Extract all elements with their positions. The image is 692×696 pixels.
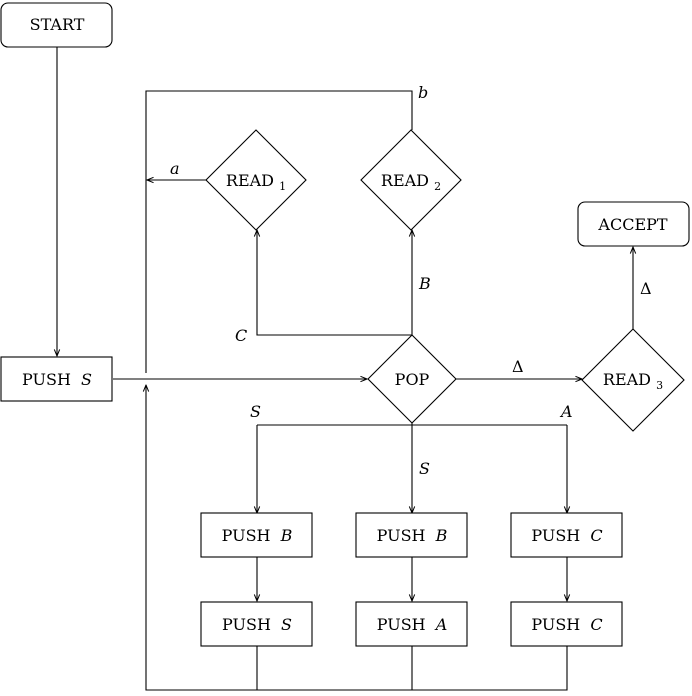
svg-text:PUSH S: PUSH S xyxy=(222,615,292,634)
edge-label-B: B xyxy=(418,274,431,293)
node-push-a-prefix: PUSH xyxy=(377,615,426,634)
node-read3: READ 3 xyxy=(581,328,685,432)
edge-return-loop xyxy=(146,385,568,691)
node-push-s-initial: PUSH S xyxy=(0,356,113,402)
svg-text:PUSH C: PUSH C xyxy=(531,615,602,634)
node-start-label: START xyxy=(30,15,85,34)
node-push-b-left-prefix: PUSH xyxy=(222,526,271,545)
node-push-s-lower: PUSH S xyxy=(200,601,313,647)
node-push-s-initial-prefix: PUSH xyxy=(22,370,71,389)
node-push-b-left: PUSH B xyxy=(200,512,313,558)
svg-text:PUSH B: PUSH B xyxy=(222,526,293,545)
node-read1-label: READ xyxy=(226,171,274,190)
edge-pop-to-read1 xyxy=(257,230,412,336)
node-accept-label: ACCEPT xyxy=(597,215,667,234)
node-push-b-middle-var: B xyxy=(435,526,448,545)
node-read2-sub: 2 xyxy=(434,180,441,193)
edge-label-C: C xyxy=(235,326,247,345)
node-push-c-upper-var: C xyxy=(590,526,602,545)
svg-text:PUSH S: PUSH S xyxy=(22,370,92,389)
svg-text:READ 1: READ 1 xyxy=(226,171,286,193)
node-push-b-middle: PUSH B xyxy=(355,512,468,558)
node-read2: READ 2 xyxy=(360,129,462,231)
svg-text:READ 2: READ 2 xyxy=(381,171,441,193)
node-read1: READ 1 xyxy=(205,129,307,231)
svg-text:PUSH A: PUSH A xyxy=(377,615,448,634)
node-push-a: PUSH A xyxy=(355,601,468,647)
node-push-b-middle-prefix: PUSH xyxy=(377,526,426,545)
edge-label-A-right: A xyxy=(559,402,573,421)
svg-text:READ 3: READ 3 xyxy=(603,370,663,392)
node-push-c-upper-prefix: PUSH xyxy=(531,526,580,545)
edge-label-delta-pop: Δ xyxy=(512,357,524,376)
node-push-a-var: A xyxy=(434,615,448,634)
edge-label-b: b xyxy=(418,83,428,102)
svg-text:PUSH C: PUSH C xyxy=(531,526,602,545)
edge-label-delta-accept: Δ xyxy=(640,279,652,298)
node-pop-label: POP xyxy=(395,370,430,389)
node-push-s-lower-prefix: PUSH xyxy=(222,615,271,634)
node-start: START xyxy=(0,2,113,48)
svg-text:PUSH B: PUSH B xyxy=(377,526,448,545)
edge-labels: b a B C Δ Δ S S A xyxy=(170,83,652,478)
node-push-s-lower-var: S xyxy=(281,615,292,634)
node-read3-label: READ xyxy=(603,370,651,389)
edge-read2-b-loop xyxy=(145,90,413,373)
node-pop: POP xyxy=(367,334,457,424)
edges xyxy=(57,47,633,691)
edge-label-S-middle: S xyxy=(419,459,430,478)
node-push-c-lower-prefix: PUSH xyxy=(531,615,580,634)
edge-label-a: a xyxy=(170,159,180,178)
node-accept: ACCEPT xyxy=(577,201,690,247)
node-read2-label: READ xyxy=(381,171,429,190)
node-push-c-lower-var: C xyxy=(590,615,602,634)
node-push-c-lower: PUSH C xyxy=(510,601,623,647)
node-read3-sub: 3 xyxy=(656,379,663,392)
node-push-c-upper: PUSH C xyxy=(510,512,623,558)
edge-label-S-left: S xyxy=(250,402,261,421)
node-read1-sub: 1 xyxy=(279,180,286,193)
node-push-b-left-var: B xyxy=(280,526,293,545)
node-push-s-initial-var: S xyxy=(81,370,92,389)
